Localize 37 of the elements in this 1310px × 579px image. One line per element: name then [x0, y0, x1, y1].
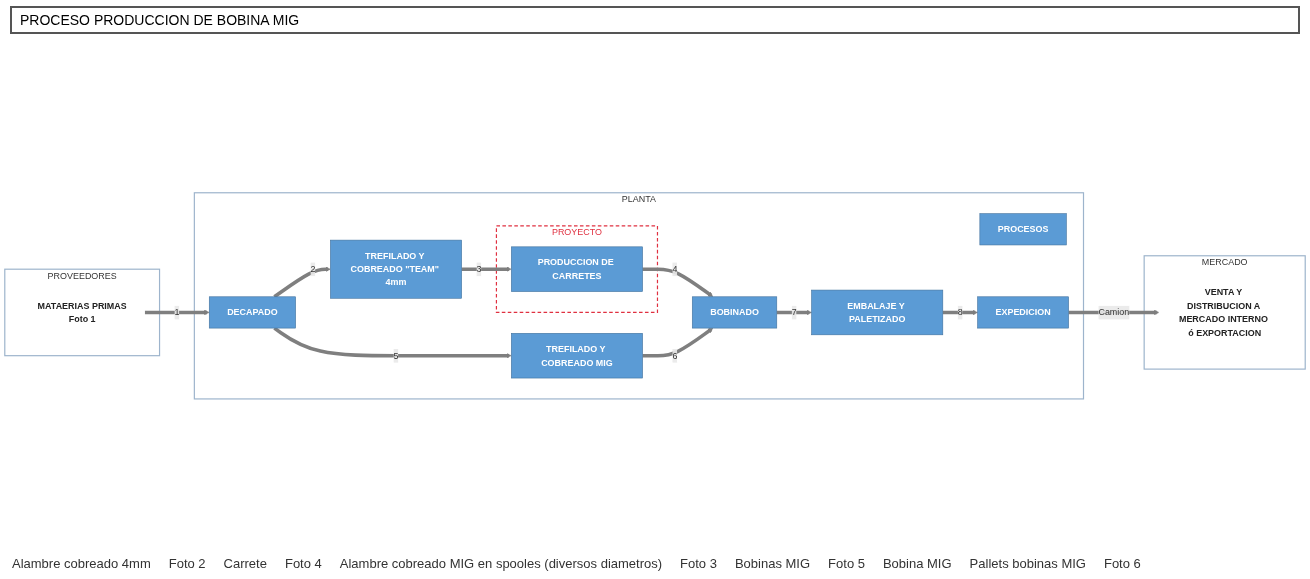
node-text: VENTA Y DISTRIBUCION A MERCADO INTERNO ó EXPORTACION — [1178, 286, 1268, 338]
note-text: Foto 4 — [284, 556, 322, 571]
node-text: MATAERIAS PRIMAS Foto 1 — [37, 300, 127, 324]
edge-label: Camion — [1098, 307, 1130, 318]
node-box: PROCESOS — [979, 213, 1067, 246]
arrow — [776, 309, 812, 316]
note-text: Pallets bobinas MIG — [969, 556, 1086, 571]
node-box: DECAPADO — [208, 296, 296, 329]
note-text: Carrete — [223, 556, 267, 571]
node-box: TREFILADO Y COBREADO "TEAM" 4mm — [330, 239, 462, 299]
edge-label: 3 — [476, 263, 482, 274]
node-box: EMBALAJE Y PALETIZADO — [811, 289, 944, 336]
edge-label: 8 — [957, 307, 963, 318]
arrow — [942, 309, 978, 316]
note-text: Foto 5 — [828, 556, 865, 571]
node-box: EXPEDICION — [977, 296, 1069, 329]
note-text: Foto 6 — [1103, 556, 1141, 571]
note-text: Alambre cobreado MIG en spooles (diversos diametros) — [339, 556, 663, 571]
arrow — [642, 267, 714, 298]
note-text: Alambre cobreado 4mm — [12, 556, 151, 571]
edge-label: 1 — [174, 307, 180, 318]
note-text: Foto 3 — [680, 556, 717, 571]
edge-label: 6 — [672, 350, 678, 361]
note-text: Bobinas MIG — [734, 556, 811, 571]
arrow — [144, 309, 210, 316]
edge-label: 5 — [393, 350, 399, 361]
note-text: Foto 2 — [168, 556, 206, 571]
node-box: BOBINADO — [692, 296, 778, 329]
node-box: PRODUCCION DE CARRETES — [511, 246, 643, 292]
edge-label: 7 — [791, 307, 797, 318]
node-box: TREFILADO Y COBREADO MIG — [511, 333, 643, 379]
note-text: Bobina MIG — [882, 556, 952, 571]
edge-label: 2 — [310, 263, 316, 274]
edge-label: 4 — [672, 263, 678, 274]
diagram-title: PROCESO PRODUCCION DE BOBINA MIG — [10, 6, 1300, 34]
arrow — [642, 328, 714, 358]
arrow — [461, 266, 512, 272]
